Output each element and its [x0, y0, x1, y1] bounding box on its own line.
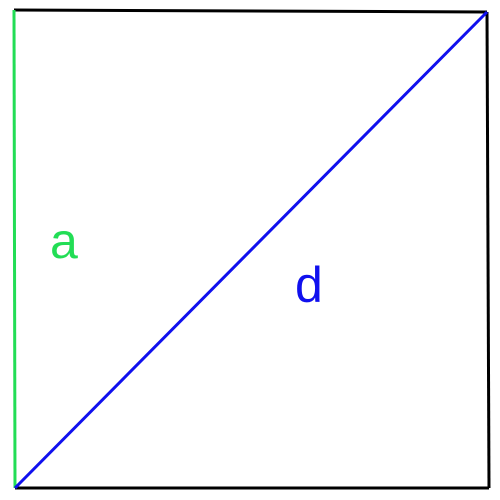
diagonal-d-line [13, 10, 489, 490]
side-a-line [12, 9, 17, 489]
diagonal-d-label: d [295, 257, 323, 313]
square-top-side [13, 8, 488, 14]
square-right-side [485, 11, 491, 489]
side-a-label: a [50, 213, 78, 269]
